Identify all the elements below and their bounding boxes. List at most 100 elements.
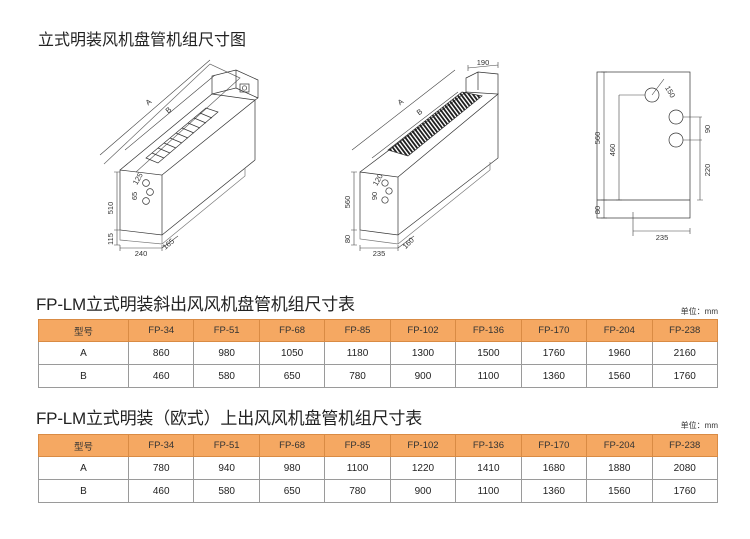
- dimension-value-cell: 1760: [520, 341, 588, 365]
- pipe-connection: [668, 109, 684, 125]
- model-column-header: FP-170: [520, 434, 588, 457]
- dim-label-pipe-height: 460: [608, 144, 617, 157]
- model-column-header: FP-68: [258, 319, 326, 342]
- pipe-connection: [142, 179, 150, 187]
- base-plinth: [359, 162, 491, 245]
- dimension-value-cell: 1760: [651, 364, 718, 388]
- dimension-value-cell: 900: [389, 479, 457, 503]
- dim-label-depth: 160: [401, 236, 416, 251]
- louver-grille: [387, 91, 483, 157]
- dimension-value-cell: 780: [324, 479, 391, 503]
- row-label-cell: A: [38, 341, 129, 365]
- dimension-value-cell: 980: [258, 456, 326, 480]
- model-column-header: FP-238: [651, 319, 718, 342]
- dimension-value-cell: 1960: [586, 341, 653, 365]
- dim-label-top-depth: 190: [477, 58, 490, 67]
- dimension-value-cell: 580: [193, 364, 260, 388]
- table-title: FP-LM立式明装斜出风风机盘管机组尺寸表: [36, 295, 355, 314]
- model-column-header: FP-170: [520, 319, 588, 342]
- dim-label-width: 235: [656, 233, 669, 242]
- table-title: FP-LM立式明装（欧式）上出风风机盘管机组尺寸表: [36, 409, 422, 428]
- model-label-header: 型号: [38, 434, 129, 457]
- row-label-cell: B: [38, 479, 129, 503]
- dimension-value-cell: 1300: [389, 341, 457, 365]
- dimension-value-cell: 780: [127, 456, 195, 480]
- outlet-grille: [145, 107, 219, 164]
- dim-label-b: B: [415, 107, 424, 117]
- pipe-connection: [385, 187, 393, 195]
- model-column-header: FP-34: [127, 319, 195, 342]
- dim-label-base-height: 115: [106, 233, 115, 245]
- dimension-lines: [601, 71, 703, 236]
- dimension-value-cell: 1100: [455, 479, 522, 503]
- pipe-connection: [146, 188, 154, 196]
- model-column-header: FP-68: [258, 434, 326, 457]
- dim-label-pipe-spacing: 90: [703, 125, 712, 133]
- model-column-header: FP-102: [389, 434, 457, 457]
- dimension-value-cell: 1500: [455, 341, 522, 365]
- dimension-drawings: A B 125 65 510 115 240 165 190 A B 120 9…: [99, 58, 712, 258]
- dimension-value-cell: 460: [127, 364, 195, 388]
- dim-label-pipe-spacing: 65: [130, 192, 139, 200]
- dim-label-base-height: 80: [343, 235, 352, 243]
- dim-label-a: A: [396, 97, 405, 107]
- back-housing: [465, 71, 499, 94]
- pipe-connection: [381, 196, 389, 204]
- dimension-value-cell: 1180: [324, 341, 391, 365]
- model-column-header: FP-51: [193, 434, 260, 457]
- side-face: [397, 94, 499, 236]
- dimension-value-cell: 940: [193, 456, 260, 480]
- model-column-header: FP-102: [389, 319, 457, 342]
- dimension-value-cell: 1360: [520, 479, 588, 503]
- model-column-header: FP-238: [651, 434, 718, 457]
- control-knob: [241, 85, 248, 91]
- row-label-cell: B: [38, 364, 129, 388]
- row-label-cell: A: [38, 456, 129, 480]
- dimension-value-cell: 2160: [651, 341, 718, 365]
- model-column-header: FP-136: [455, 319, 522, 342]
- lid-frame: [103, 63, 241, 173]
- dimension-value-cell: 860: [127, 341, 195, 365]
- front-panel: [596, 71, 691, 219]
- model-column-header: FP-51: [193, 319, 260, 342]
- dimension-value-cell: 460: [127, 479, 195, 503]
- dim-label-a: A: [144, 97, 154, 107]
- dim-label-base-height: 80: [593, 206, 602, 214]
- unit-drawing-middle: [351, 62, 499, 251]
- dimension-value-cell: 1760: [651, 479, 718, 503]
- dim-label-pipe-spacing: 90: [370, 192, 379, 200]
- dimension-value-cell: 1560: [586, 364, 653, 388]
- dimension-value-cell: 1560: [586, 479, 653, 503]
- unit-note: 单位：mm: [680, 307, 718, 316]
- back-housing: [211, 69, 259, 101]
- dimension-value-cell: 900: [389, 364, 457, 388]
- dimension-value-cell: 1100: [324, 456, 391, 480]
- base-plinth: [119, 168, 246, 245]
- side-face: [161, 100, 256, 236]
- dimension-value-cell: 2080: [651, 456, 718, 480]
- unit-drawing-left: [99, 59, 259, 251]
- top-face: [119, 93, 256, 176]
- dimension-lines: [351, 62, 499, 251]
- dim-label-height: 560: [343, 196, 352, 209]
- dimension-value-cell: 650: [258, 364, 326, 388]
- dimension-value-cell: 1410: [455, 456, 522, 480]
- dimension-value-cell: 780: [324, 364, 391, 388]
- model-column-header: FP-85: [324, 319, 391, 342]
- pipe-connection: [142, 197, 150, 205]
- model-column-header: FP-204: [586, 434, 653, 457]
- model-label-header: 型号: [38, 319, 129, 342]
- dimension-value-cell: 1880: [586, 456, 653, 480]
- dimension-value-cell: 580: [193, 479, 260, 503]
- model-column-header: FP-136: [455, 434, 522, 457]
- dimension-value-cell: 650: [258, 479, 326, 503]
- dim-label-width: 240: [135, 249, 148, 258]
